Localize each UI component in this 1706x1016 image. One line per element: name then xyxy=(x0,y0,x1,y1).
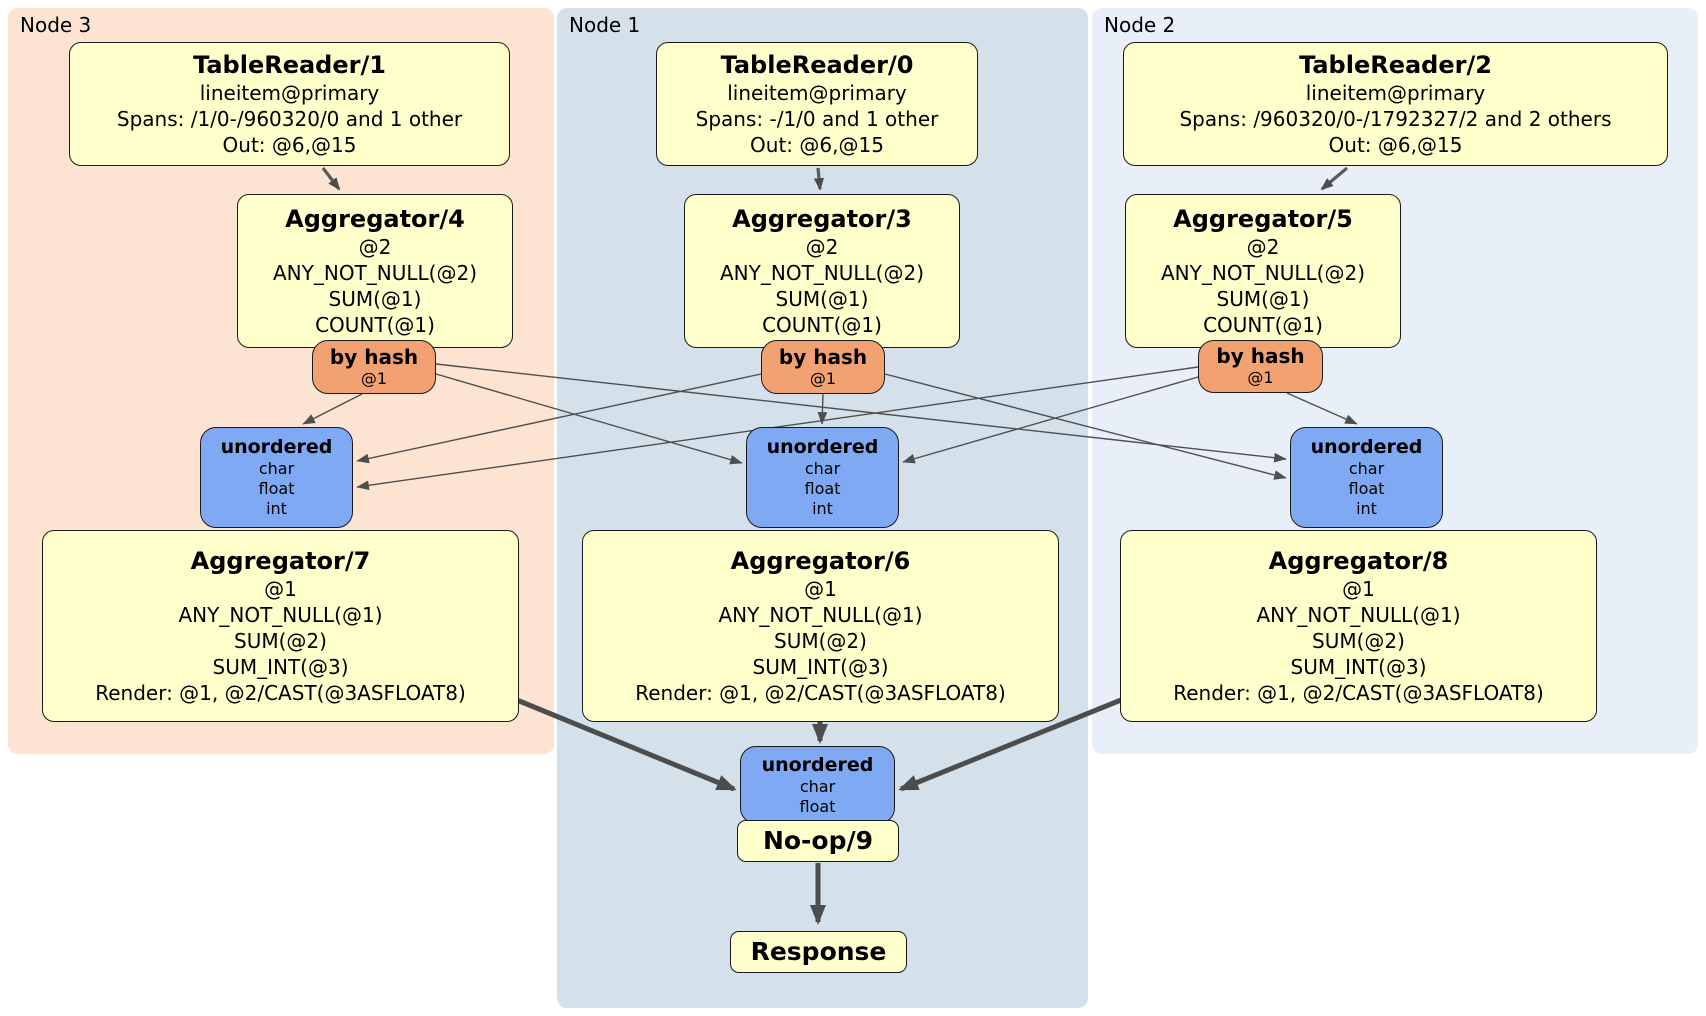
sync-unordered-node1: unordered char float int xyxy=(746,427,899,528)
processor-title: Aggregator/3 xyxy=(732,205,912,233)
processor-aggregator-5: Aggregator/5 @2 ANY_NOT_NULL(@2) SUM(@1)… xyxy=(1125,194,1401,348)
processor-aggregator-6: Aggregator/6 @1 ANY_NOT_NULL(@1) SUM(@2)… xyxy=(582,530,1059,722)
edge-router1-sync1 xyxy=(817,393,828,425)
edge-router3-sync3 xyxy=(302,393,363,425)
processor-tablereader-0: TableReader/0 lineitem@primary Spans: -/… xyxy=(656,42,978,166)
sync-unordered-node3: unordered char float int xyxy=(200,427,353,528)
router-by-hash-node1: by hash @1 xyxy=(761,340,885,394)
node-group-1-label: Node 1 xyxy=(569,13,641,37)
processor-aggregator-7: Aggregator/7 @1 ANY_NOT_NULL(@1) SUM(@2)… xyxy=(42,530,519,722)
edge-tablereader0-aggregator3 xyxy=(813,167,825,191)
processor-tablereader-2: TableReader/2 lineitem@primary Spans: /9… xyxy=(1123,42,1668,166)
edge-router2-sync1 xyxy=(902,376,1199,464)
router-by-hash-node3: by hash @1 xyxy=(312,340,436,394)
processor-title: TableReader/0 xyxy=(720,51,914,79)
sync-unordered-final: unordered char float xyxy=(740,746,895,824)
sync-unordered-node2: unordered char float int xyxy=(1290,427,1443,528)
processor-noop-9: No-op/9 xyxy=(737,820,899,862)
edge-router1-sync2 xyxy=(884,373,1287,480)
response-title: Response xyxy=(750,937,887,966)
edge-router3-sync1 xyxy=(435,373,743,465)
processor-title: TableReader/2 xyxy=(1299,51,1492,79)
node-group-2-label: Node 2 xyxy=(1104,13,1176,37)
edge-tablereader1-aggregator4 xyxy=(321,167,341,191)
edge-router1-sync3 xyxy=(356,373,762,464)
processor-aggregator-3: Aggregator/3 @2 ANY_NOT_NULL(@2) SUM(@1)… xyxy=(684,194,960,348)
router-by-hash-node2: by hash @1 xyxy=(1198,340,1323,393)
router-title: by hash xyxy=(1216,344,1305,368)
processor-title: Aggregator/7 xyxy=(190,547,371,575)
sync-title: unordered xyxy=(220,436,333,458)
processor-title: No-op/9 xyxy=(762,826,874,855)
node-group-3-label: Node 3 xyxy=(20,13,92,37)
processor-aggregator-4: Aggregator/4 @2 ANY_NOT_NULL(@2) SUM(@1)… xyxy=(237,194,513,348)
processor-title: Aggregator/4 xyxy=(285,205,465,233)
edge-router3-sync2 xyxy=(435,363,1287,463)
edge-aggregator7-syncfinal xyxy=(511,695,737,792)
processor-tablereader-1: TableReader/1 lineitem@primary Spans: /1… xyxy=(69,42,510,166)
sync-title: unordered xyxy=(761,753,874,776)
processor-aggregator-8: Aggregator/8 @1 ANY_NOT_NULL(@1) SUM(@2)… xyxy=(1120,530,1597,722)
router-title: by hash xyxy=(778,344,868,369)
processor-title: Aggregator/5 xyxy=(1173,205,1353,233)
response-box: Response xyxy=(730,931,907,973)
edge-router2-sync2 xyxy=(1286,392,1358,425)
router-title: by hash xyxy=(329,344,419,369)
processor-title: Aggregator/6 xyxy=(730,547,911,575)
processor-title: TableReader/1 xyxy=(193,51,386,79)
sync-title: unordered xyxy=(1310,436,1423,458)
edge-tablereader2-aggregator5 xyxy=(1320,166,1349,191)
processor-title: Aggregator/8 xyxy=(1268,547,1449,575)
edge-aggregator8-syncfinal xyxy=(898,695,1127,792)
sync-title: unordered xyxy=(766,436,879,458)
